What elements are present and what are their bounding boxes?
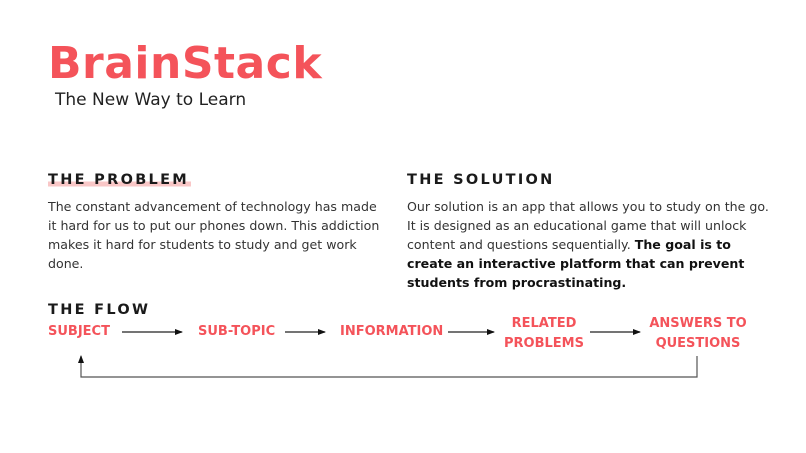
flow-step-subject: SUBJECT <box>48 324 110 339</box>
solution-body-regular: Our solution is an app that allows you t… <box>407 199 769 252</box>
solution-body-bold: The goal is to create an interactive pla… <box>407 237 745 290</box>
loop-back-arrow-icon <box>78 355 698 378</box>
problem-body: The constant advancement of technology h… <box>48 199 380 271</box>
solution-body: Our solution is an app that allows you t… <box>407 197 777 292</box>
flow-step-answers-to-questions: ANSWERS TO QUESTIONS <box>649 316 747 351</box>
solution-heading: THE SOLUTION <box>407 172 555 188</box>
problem-heading: THE PROBLEM <box>48 172 192 188</box>
brand-tagline: The New Way to Learn <box>55 90 247 110</box>
flow-step-sub-topic: SUB-TOPIC <box>198 324 276 339</box>
problem-heading-text: THE PROBLEM <box>48 172 192 188</box>
brand-title: BrainStack <box>48 38 323 89</box>
flow-step-information: INFORMATION <box>340 324 444 339</box>
flow-heading: THE FLOW <box>48 302 151 318</box>
flow-step-related-problems: RELATED PROBLEMS <box>504 316 584 351</box>
